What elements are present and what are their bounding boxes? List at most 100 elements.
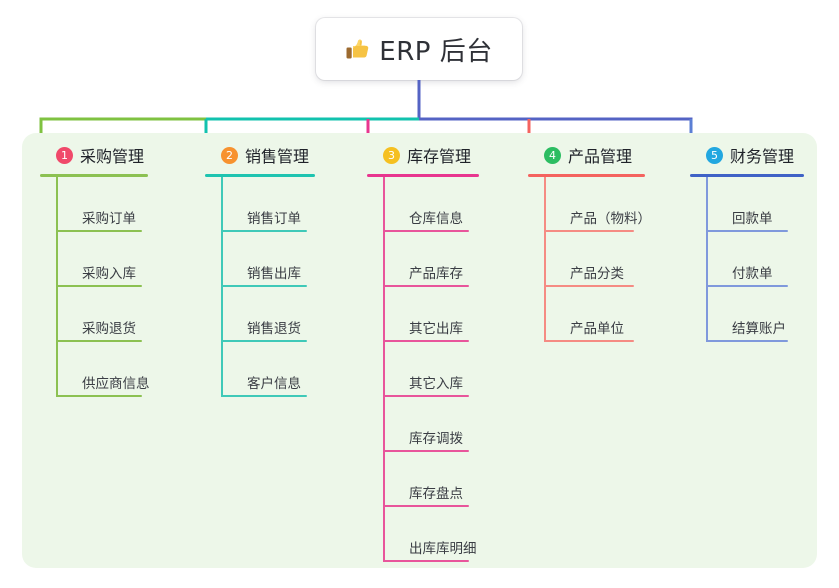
branch-item-label: 产品分类 (570, 266, 624, 282)
branch-item-rule (383, 450, 469, 452)
branch-item-rule (706, 230, 788, 232)
branch-item-rule (544, 285, 634, 287)
branch-spine (383, 177, 385, 562)
branch-item[interactable]: 产品库存 (383, 232, 479, 287)
branch-item-rule (706, 285, 788, 287)
branch-title: 财务管理 (730, 147, 795, 166)
branch-item-list: 产品（物料） 产品分类产品单位 (544, 177, 651, 342)
branch-item[interactable]: 采购订单 (56, 177, 150, 232)
branch-item[interactable]: 采购入库 (56, 232, 150, 287)
branch-item-rule (56, 230, 142, 232)
branch-title: 库存管理 (407, 147, 472, 166)
branch-item-label: 其它出库 (409, 321, 463, 337)
branch-item-rule (383, 395, 469, 397)
branch-item[interactable]: 客户信息 (221, 342, 315, 397)
branch-item[interactable]: 库存调拨 (383, 397, 479, 452)
branch-header-4[interactable]: 4 产品管理 (528, 142, 651, 168)
branch-item-rule (383, 560, 469, 562)
branch-item[interactable]: 出库库明细 (383, 507, 479, 562)
branch-header-3[interactable]: 3 库存管理 (367, 142, 479, 168)
branch-spine (221, 177, 223, 397)
root-node[interactable]: ERP 后台 (316, 18, 522, 80)
branch-title: 采购管理 (80, 147, 145, 166)
branch-header-5[interactable]: 5 财务管理 (690, 142, 804, 168)
branch-item-label: 结算账户 (732, 321, 786, 337)
branch-index-badge: 4 (544, 146, 561, 164)
branch-title: 销售管理 (245, 147, 310, 166)
branch-item-rule (56, 285, 142, 287)
branch-item-label: 销售退货 (247, 321, 301, 337)
branch-item-rule (383, 230, 469, 232)
branch-item-label: 采购订单 (82, 211, 136, 227)
branch-spine (56, 177, 58, 397)
branch-item-rule (383, 505, 469, 507)
branch-item-label: 付款单 (732, 266, 773, 282)
branch-item[interactable]: 付款单 (706, 232, 804, 287)
branch-item-rule (544, 230, 634, 232)
branch-item[interactable]: 销售退货 (221, 287, 315, 342)
branch-item-rule (544, 340, 634, 342)
branch-index-badge: 5 (706, 146, 723, 164)
root-title: ERP 后台 (379, 36, 493, 67)
thumbs-up-icon (345, 37, 370, 62)
branch-item-rule (56, 395, 142, 397)
branch-spine (706, 177, 708, 342)
branch-item-rule (221, 230, 307, 232)
branch-header-rule (367, 174, 479, 177)
branch-item-label: 采购入库 (82, 266, 136, 282)
branch-item-label: 仓库信息 (409, 211, 463, 227)
root-node-content: ERP 后台 (345, 31, 492, 68)
branch-header-2[interactable]: 2 销售管理 (205, 142, 315, 168)
branch-column-3: 3 库存管理仓库信息产品库存其它出库其它入库库存调拨库存盘点出库库明细 (367, 142, 479, 562)
branch-header-1[interactable]: 1 采购管理 (40, 142, 150, 168)
branch-item[interactable]: 产品（物料） (544, 177, 651, 232)
branch-index-badge: 3 (383, 146, 400, 164)
branch-title: 产品管理 (568, 147, 633, 166)
branch-item-label: 产品单位 (570, 321, 624, 337)
branch-item-rule (221, 395, 307, 397)
branch-item-label: 出库库明细 (409, 541, 477, 557)
branch-item[interactable]: 回款单 (706, 177, 804, 232)
branch-item[interactable]: 销售出库 (221, 232, 315, 287)
branch-spine (544, 177, 546, 342)
branch-item[interactable]: 库存盘点 (383, 452, 479, 507)
branch-item[interactable]: 其它入库 (383, 342, 479, 397)
branch-item-list: 销售订单销售出库销售退货客户信息 (221, 177, 315, 397)
branch-index-badge: 2 (221, 146, 238, 164)
branch-column-2: 2 销售管理销售订单销售出库销售退货客户信息 (205, 142, 315, 397)
branch-item[interactable]: 结算账户 (706, 287, 804, 342)
branch-item-list: 采购订单采购入库采购退货供应商信息 (56, 177, 150, 397)
branch-index-badge: 1 (56, 146, 73, 164)
branch-header-rule (40, 174, 148, 177)
branch-item[interactable]: 产品分类 (544, 232, 651, 287)
branch-item-list: 仓库信息产品库存其它出库其它入库库存调拨库存盘点出库库明细 (383, 177, 479, 562)
branch-column-1: 1 采购管理采购订单采购入库采购退货供应商信息 (40, 142, 150, 397)
branch-item-rule (706, 340, 788, 342)
branch-header-rule (205, 174, 315, 177)
branch-item-list: 回款单付款单结算账户 (706, 177, 804, 342)
branch-item[interactable]: 仓库信息 (383, 177, 479, 232)
branch-item-label: 库存调拨 (409, 431, 463, 447)
branches-panel (22, 133, 817, 568)
branch-item-label: 库存盘点 (409, 486, 463, 502)
branch-item-rule (221, 340, 307, 342)
branch-item-label: 回款单 (732, 211, 773, 227)
branch-item-label: 销售出库 (247, 266, 301, 282)
branch-item[interactable]: 供应商信息 (56, 342, 150, 397)
branch-item-label: 供应商信息 (82, 376, 150, 392)
branch-header-rule (690, 174, 804, 177)
branch-item-label: 产品库存 (409, 266, 463, 282)
branch-column-4: 4 产品管理产品（物料） 产品分类产品单位 (528, 142, 651, 342)
branch-item-rule (221, 285, 307, 287)
branch-item-label: 产品（物料） (570, 211, 651, 227)
branch-item[interactable]: 采购退货 (56, 287, 150, 342)
branch-item[interactable]: 产品单位 (544, 287, 651, 342)
branch-item[interactable]: 其它出库 (383, 287, 479, 342)
branch-item-label: 销售订单 (247, 211, 301, 227)
branch-item-label: 客户信息 (247, 376, 301, 392)
branch-column-5: 5 财务管理回款单付款单结算账户 (690, 142, 804, 342)
branch-item-rule (383, 340, 469, 342)
branch-header-rule (528, 174, 645, 177)
branch-item[interactable]: 销售订单 (221, 177, 315, 232)
